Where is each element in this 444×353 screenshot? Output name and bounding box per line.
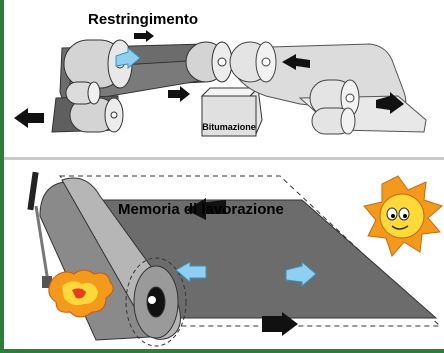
arrow-black-left [14, 108, 44, 128]
panel-divider [4, 157, 444, 160]
top-panel-title: Restringimento [88, 11, 198, 28]
arrow-black-title [134, 30, 154, 42]
bitumen-box: Bitumazione [200, 86, 263, 137]
arrow-blue-left [175, 261, 207, 284]
outer-frame-bottom [0, 349, 444, 353]
roller-right-lower [309, 79, 360, 117]
roller-lower-left [69, 97, 124, 133]
arrow-black-up [186, 198, 226, 220]
arrow-black-down [262, 312, 298, 336]
sun-icon [363, 175, 443, 257]
big-roller [39, 177, 187, 347]
outer-frame-left [0, 0, 4, 353]
arrow-black-right-bottom [376, 92, 404, 114]
roller-right-top [229, 41, 277, 83]
torch-icon [27, 171, 52, 288]
arrow-black-mid [168, 86, 190, 102]
roller-right-small [311, 107, 356, 135]
arrow-black-right-top [282, 54, 310, 70]
arrow-blue-top [115, 46, 141, 70]
bottom-panel-title: Memoria di lavorazione [118, 201, 284, 218]
flame-icon [48, 269, 114, 318]
roller-mid [185, 41, 233, 83]
roller-small-left [65, 81, 101, 105]
bitumen-box-label: Bitumazione [202, 122, 256, 132]
arrow-blue-right [285, 260, 317, 288]
bottom-panel: Memoria di lavorazione [27, 171, 443, 347]
top-panel: Bitumazione Restringimento [14, 11, 427, 137]
